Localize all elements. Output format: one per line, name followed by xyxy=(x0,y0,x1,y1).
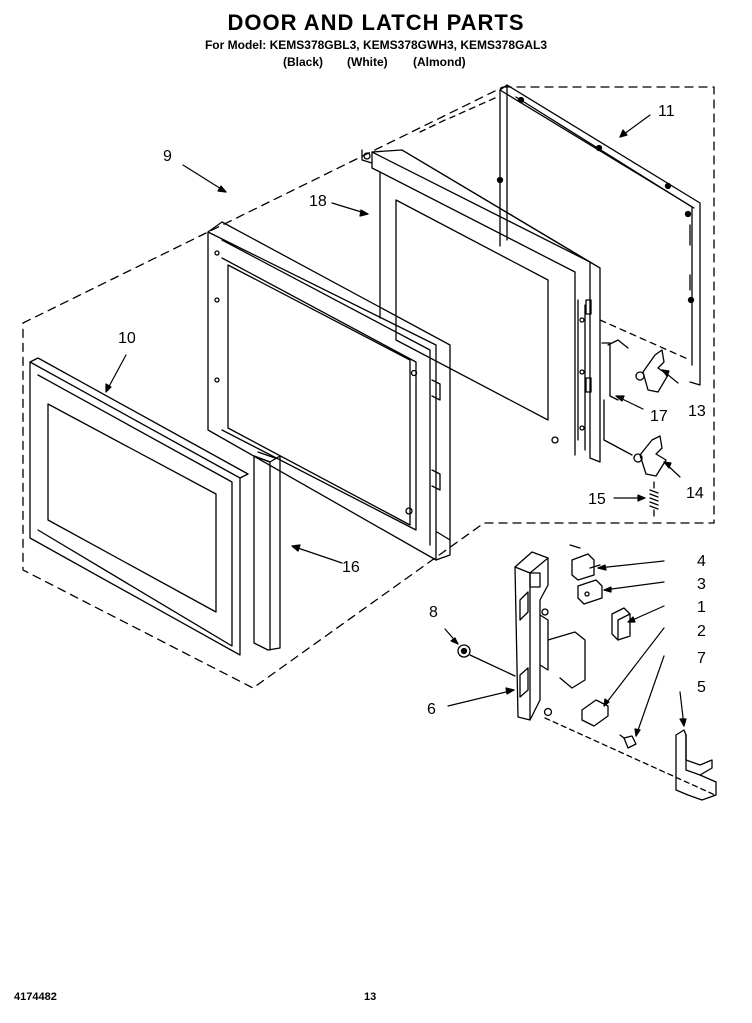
part-17-lever xyxy=(601,339,633,456)
part-2-switch xyxy=(581,699,609,727)
connector-line xyxy=(469,654,516,677)
callout-4: 4 xyxy=(697,553,706,570)
part-11-inner-panel xyxy=(496,84,701,386)
callout-17: 17 xyxy=(650,408,668,425)
callout-7: 7 xyxy=(697,650,706,667)
callout-9: 9 xyxy=(163,148,172,165)
part-8-nut xyxy=(457,644,471,658)
callout-8: 8 xyxy=(429,604,438,621)
part-9-door-frame xyxy=(207,221,451,561)
part-16-choke-cover xyxy=(253,451,281,651)
callout-13: 13 xyxy=(688,403,706,420)
color-variants: (Black) (White) (Almond) xyxy=(0,55,752,71)
callout-11: 11 xyxy=(658,103,675,120)
callout-18: 18 xyxy=(309,193,327,210)
color-black: (Black) xyxy=(283,55,324,69)
part-10-outer-door xyxy=(29,357,249,656)
callout-14: 14 xyxy=(686,485,704,502)
connector-line xyxy=(544,717,716,796)
callout-16: 16 xyxy=(342,559,360,576)
callout-10: 10 xyxy=(118,330,136,347)
part-1-actuator xyxy=(611,607,631,641)
part-5-bracket xyxy=(675,729,717,801)
part-number: 4174482 xyxy=(14,991,57,1003)
connector-line xyxy=(419,97,496,133)
part-4-switch xyxy=(569,544,601,581)
color-white: (White) xyxy=(347,55,388,69)
part-15-spring xyxy=(649,481,659,517)
model-list: For Model: KEMS378GBL3, KEMS378GWH3, KEM… xyxy=(204,38,548,52)
callout-5: 5 xyxy=(697,679,706,696)
callout-6: 6 xyxy=(427,701,436,718)
part-6-latch-board xyxy=(514,551,586,721)
part-18-choke-frame xyxy=(361,149,601,463)
part-13-upper-latch xyxy=(635,349,669,393)
connector-line xyxy=(599,319,691,361)
callout-3: 3 xyxy=(697,576,706,593)
part-7-screw xyxy=(619,734,637,749)
callout-2: 2 xyxy=(697,623,706,640)
assembly-boundary xyxy=(22,86,715,689)
page-title: DOOR AND LATCH PARTS xyxy=(227,10,525,35)
page-number: 13 xyxy=(364,991,377,1003)
leader-lines xyxy=(105,114,687,737)
callout-15: 15 xyxy=(588,491,606,508)
part-3-switch xyxy=(577,579,603,605)
color-almond: (Almond) xyxy=(413,55,466,69)
part-14-lower-latch xyxy=(633,435,667,477)
callout-1: 1 xyxy=(697,599,706,616)
